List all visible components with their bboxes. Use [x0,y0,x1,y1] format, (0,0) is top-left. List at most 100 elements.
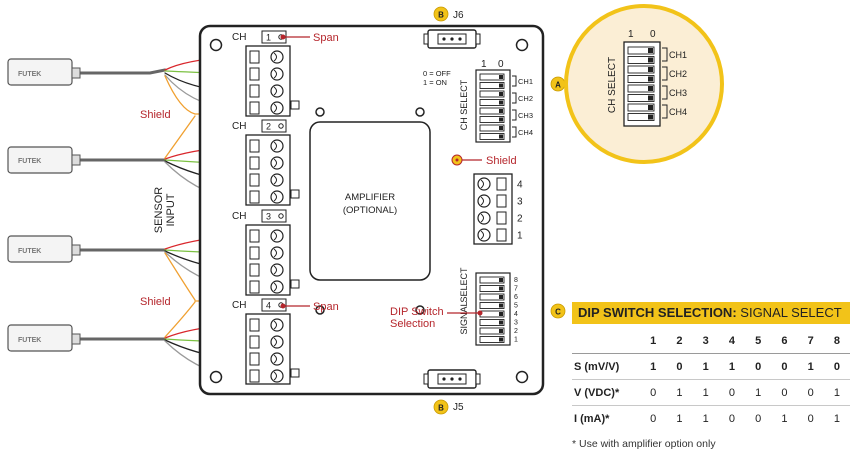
sensor-modules: FUTEK FUTEK FUTEK FUTEK [7,58,81,352]
dip-switch-selection-table: DIP SWITCH SELECTION: SIGNAL SELECT 1 2 … [572,302,850,431]
zoom-ch-label: CH4 [669,107,687,117]
table-column-header: 1 [640,328,667,354]
dip-switch-cell[interactable] [479,285,505,292]
dip-switch-cell[interactable] [627,65,655,74]
dip-switch-cell[interactable] [479,99,505,106]
signal-dip-number: 7 [514,286,518,293]
col-0-label: 0 [498,59,504,70]
signal-dip-cells [479,276,505,343]
zoom-ch-select-label: CH SELECT [607,57,618,113]
channel-number: 2 [266,122,271,132]
dip-switch-cell[interactable] [627,46,655,55]
badge-b-bottom [433,399,449,415]
table-cell: 0 [771,353,798,380]
j6-label: J6 [453,10,464,21]
svg-text:SENSOR: SENSOR [153,187,165,234]
dip-switch-cell[interactable] [479,302,505,309]
dip-switch-cell[interactable] [479,107,505,115]
on-legend: 1 = ON [423,78,447,87]
sensor-input-label: SENSOR INPUT [153,187,177,234]
table-column-header: 2 [666,328,693,354]
dip-switch-cell[interactable] [627,84,655,93]
dip-switch-cell[interactable] [479,116,505,123]
output-terminal-number: 3 [517,197,523,208]
amplifier-optional-label: (OPTIONAL) [343,205,397,216]
row-label: V (VDC)* [572,379,640,406]
channel-block-2: CH 2 [232,119,300,206]
dip-selection-label: Selection [390,318,435,330]
table-cell: 0 [718,379,745,406]
shield-label-bottom: Shield [140,296,171,308]
table-cell: 1 [833,412,840,425]
dip-switch-cell[interactable] [627,103,655,112]
dip-switch-cell[interactable] [479,133,505,140]
dip-switch-cell[interactable] [627,113,655,121]
dip-switch-cell[interactable] [479,336,505,343]
signal-dip-number: 5 [514,303,518,310]
dip-switch-cell[interactable] [627,94,655,102]
channel-label: CH [232,121,246,132]
dip-switch-cell[interactable] [479,90,505,98]
ch-label: CH2 [518,94,533,103]
table-cell: 0 [797,379,824,406]
table-header: DIP SWITCH SELECTION: SIGNAL SELECT [572,302,850,324]
j5-label: J5 [453,402,464,413]
shield-label-top: Shield [140,109,171,121]
signal-dip-number: 1 [514,337,518,344]
zoom-ch-label: CH2 [669,69,687,79]
svg-text:B: B [438,11,444,20]
signal-dip-number: 3 [514,320,518,327]
sensor-brand: FUTEK [18,248,41,255]
svg-text:A: A [555,81,561,90]
table-title-rest: SIGNAL SELECT [740,305,842,320]
ch-label: CH3 [518,111,533,120]
sensor-brand: FUTEK [18,71,41,78]
table-column-header: 4 [718,328,745,354]
dip-switch-cell[interactable] [479,327,505,335]
channel-label: CH [232,300,246,311]
signal-dip-number: 4 [514,311,518,318]
dip-switch-callout: DIP Switch Selection [390,306,483,330]
zoom-ch-label: CH3 [669,88,687,98]
table-cell: 1 [692,379,719,406]
signal-label: SIGNAL [459,301,469,334]
connector-j5 [423,369,481,389]
svg-text:C: C [555,308,561,317]
table-cell: 1 [702,412,709,425]
sensor-brand: FUTEK [18,337,41,344]
badge-b-top [433,6,449,22]
amplifier-area [309,121,431,281]
table-cell: 1 [797,353,824,380]
table-column-header: 5 [745,328,772,354]
output-terminal-number: 1 [517,231,523,242]
dip-switch-cell[interactable] [627,75,655,83]
sensor-3: FUTEK [7,235,81,263]
table-cell: 1 [781,412,788,425]
dip-switch-cell[interactable] [479,82,505,89]
table-column-header: 6 [771,328,798,354]
connector-j6 [423,29,481,49]
table-cell: 0 [650,412,657,425]
zoom-col-0: 0 [650,29,656,40]
dip-switch-cell[interactable] [627,56,655,64]
amplifier-label: AMPLIFIER [345,192,395,203]
footnote: * Use with amplifier option only [572,438,716,450]
svg-text:INPUT: INPUT [165,193,177,226]
dip-switch-cell[interactable] [479,293,505,301]
table-cell: 0 [745,353,772,380]
row-label: S (mV/V) [572,353,640,380]
dip-switch-cell[interactable] [479,276,505,284]
dip-switch-cell[interactable] [479,319,505,326]
sensor-brand: FUTEK [18,158,41,165]
select-label: SELECT [459,267,469,303]
dip-switch-cell[interactable] [479,73,505,81]
dip-switch-cell[interactable] [479,124,505,132]
zoom-col-1: 1 [628,29,634,40]
table-cell: 0 [807,412,814,425]
